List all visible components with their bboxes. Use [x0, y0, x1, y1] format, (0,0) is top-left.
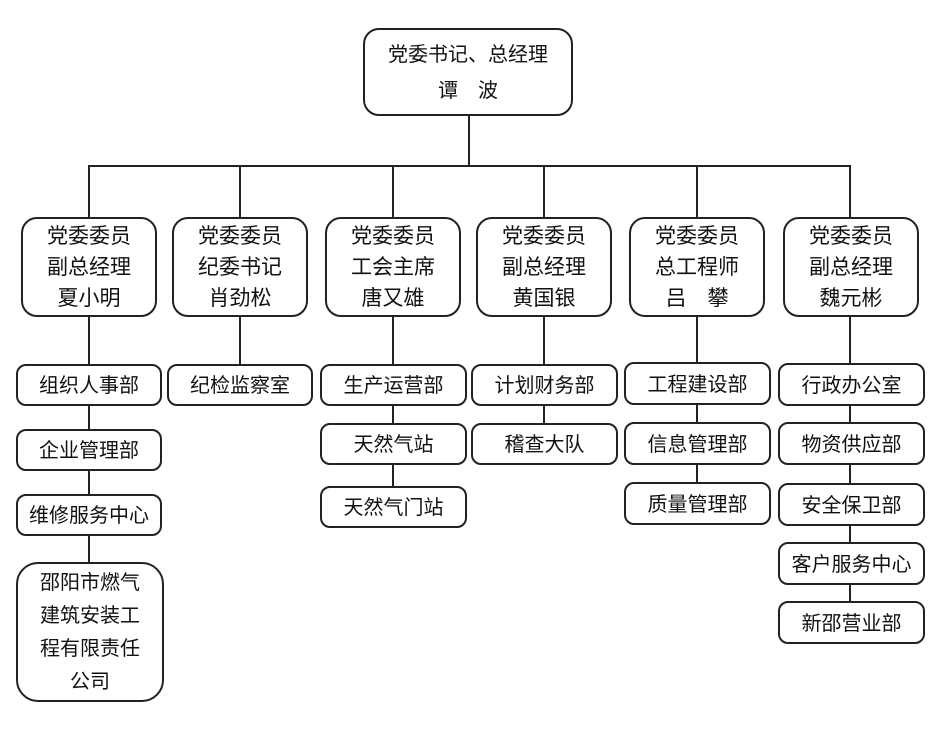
connector-line [849, 405, 851, 423]
connector-line [468, 116, 470, 165]
node-union-chairman-tang-youxiong: 党委委员 工会主席 唐又雄 [325, 217, 461, 317]
node-inspection-brigade: 稽查大队 [471, 423, 618, 465]
node-customer-service-center: 客户服务中心 [778, 542, 925, 585]
connector-line [88, 405, 90, 430]
node-chief-engineer-lv-pan: 党委委员 总工程师 吕 攀 [629, 217, 765, 317]
connector-line [88, 470, 90, 495]
node-natural-gas-gate-station: 天然气门站 [320, 486, 467, 528]
connector-line [696, 316, 698, 363]
node-xinshao-business-dept: 新邵营业部 [778, 601, 925, 644]
connector-line [88, 165, 90, 217]
connector-line [849, 316, 851, 364]
connector-line [696, 464, 698, 483]
node-maintenance-service-center: 维修服务中心 [16, 494, 162, 536]
node-enterprise-mgmt-dept: 企业管理部 [16, 429, 162, 471]
node-admin-office: 行政办公室 [778, 363, 925, 406]
connector-line [543, 316, 545, 364]
connector-line [849, 584, 851, 602]
connector-line [88, 165, 851, 167]
connector-line [392, 404, 394, 424]
node-planning-finance-dept: 计划财务部 [471, 364, 618, 406]
node-deputy-gm-xia-xiaoming: 党委委员 副总经理 夏小明 [21, 217, 157, 317]
connector-line [849, 525, 851, 543]
connector-line [392, 316, 394, 364]
connector-line [696, 165, 698, 217]
node-natural-gas-station: 天然气站 [320, 423, 467, 465]
node-security-dept: 安全保卫部 [778, 483, 925, 526]
node-quality-mgmt-dept: 质量管理部 [624, 482, 771, 525]
connector-line [392, 165, 394, 217]
node-production-operations-dept: 生产运营部 [320, 364, 467, 406]
connector-line [543, 404, 545, 424]
connector-line [849, 165, 851, 217]
connector-line [696, 404, 698, 423]
node-information-mgmt-dept: 信息管理部 [624, 422, 771, 465]
node-discipline-inspection-office: 纪检监察室 [167, 364, 313, 406]
connector-line [543, 165, 545, 217]
connector-line [88, 316, 90, 364]
connector-line [88, 535, 90, 563]
node-hr-dept: 组织人事部 [16, 364, 162, 406]
connector-line [239, 165, 241, 217]
node-engineering-construction-dept: 工程建设部 [624, 362, 771, 405]
node-deputy-gm-huang-guoyin: 党委委员 副总经理 黄国银 [476, 217, 612, 317]
connector-line [239, 316, 241, 364]
node-deputy-gm-wei-yuanbin: 党委委员 副总经理 魏元彬 [783, 217, 919, 317]
node-discipline-secretary-xiao-jinsong: 党委委员 纪委书记 肖劲松 [172, 217, 308, 317]
node-construction-subsidiary-company: 邵阳市燃气 建筑安装工 程有限责任 公司 [16, 562, 164, 702]
connector-line [392, 464, 394, 487]
connector-line [849, 464, 851, 484]
node-party-secretary-general-manager: 党委书记、总经理 谭 波 [363, 28, 573, 116]
node-materials-supply-dept: 物资供应部 [778, 422, 925, 465]
